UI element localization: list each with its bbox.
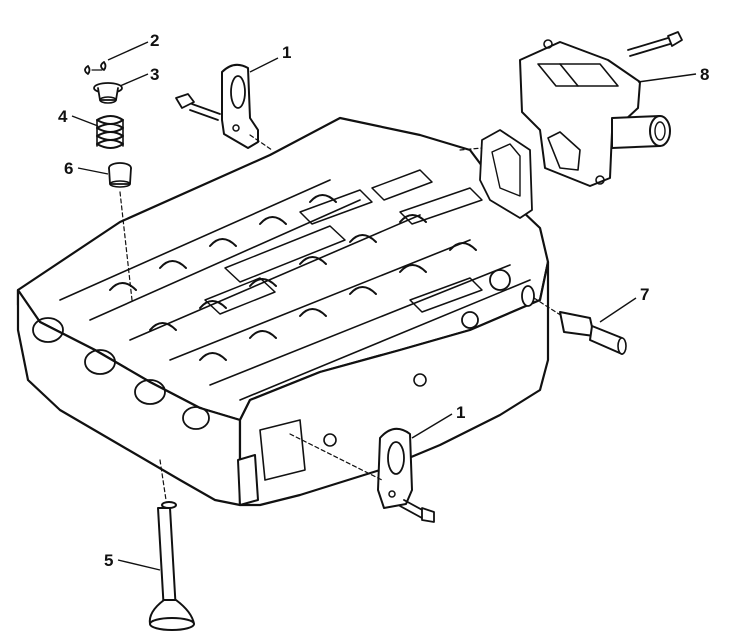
callout-2: 2 bbox=[150, 31, 159, 50]
lifting-hook-bottom bbox=[377, 427, 435, 523]
spring-retainer bbox=[93, 82, 123, 104]
callout-3: 3 bbox=[150, 65, 159, 84]
valve bbox=[148, 501, 195, 631]
callout-1-bottom: 1 bbox=[456, 403, 465, 422]
callout-5: 5 bbox=[104, 551, 113, 570]
thermostat-housing bbox=[479, 31, 683, 219]
callout-4: 4 bbox=[58, 107, 68, 126]
callout-7: 7 bbox=[640, 285, 649, 304]
valve-spring bbox=[96, 115, 124, 149]
cylinder-head bbox=[16, 116, 550, 507]
valve-stem-seal bbox=[108, 162, 132, 188]
callout-6: 6 bbox=[64, 159, 73, 178]
valve-keepers bbox=[84, 61, 107, 75]
leader-lines bbox=[71, 41, 697, 571]
callout-8: 8 bbox=[700, 65, 709, 84]
callout-1-top: 1 bbox=[282, 43, 291, 62]
temperature-sensor bbox=[521, 285, 627, 355]
lifting-hook-top bbox=[175, 63, 259, 149]
